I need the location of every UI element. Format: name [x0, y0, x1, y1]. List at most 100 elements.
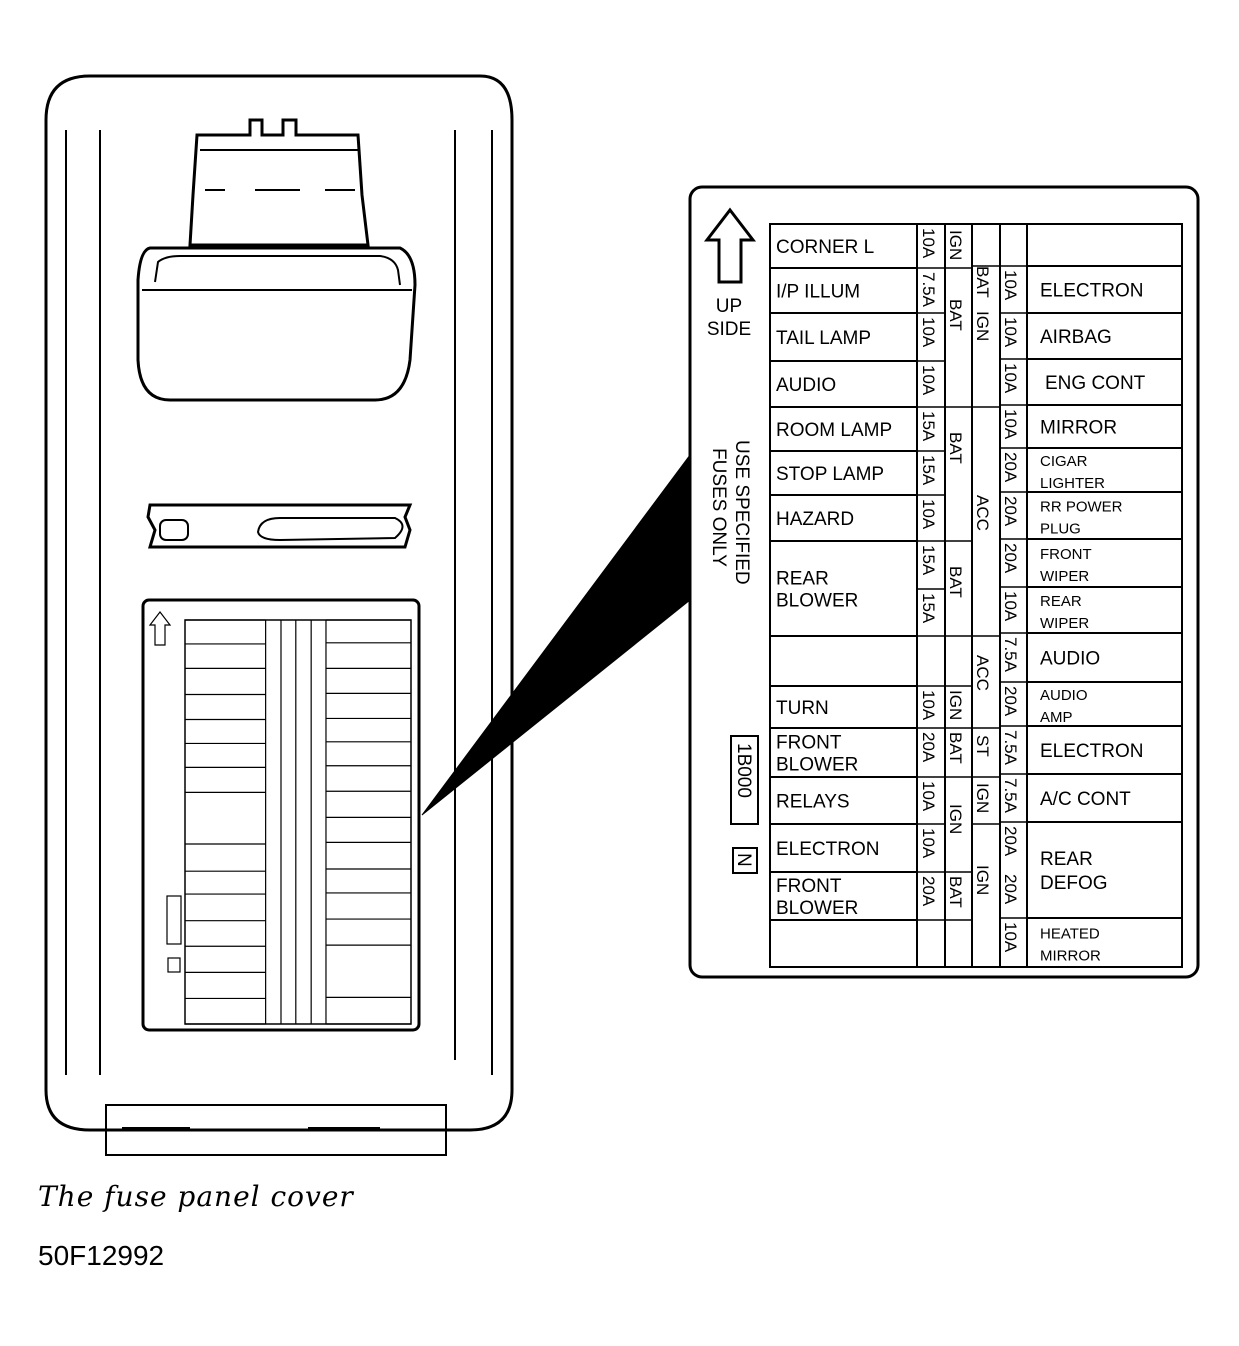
power-source: ST — [973, 735, 992, 757]
up-label: UP — [716, 296, 742, 317]
amp-rating: 20A — [919, 876, 938, 907]
n-box — [732, 847, 758, 874]
power-source: BAT — [946, 876, 965, 908]
power-source: BAT — [946, 299, 965, 331]
fuse-label: BLOWER — [776, 591, 858, 612]
fuse-label: FRONT — [1040, 546, 1092, 563]
fuse-label: TAIL LAMP — [776, 328, 871, 349]
power-source: IGN — [973, 311, 992, 341]
fuse-label: ELECTRON — [776, 839, 879, 860]
amp-rating: 15A — [919, 593, 938, 624]
power-source: ACC — [973, 655, 992, 691]
fuse-label: I/P ILLUM — [776, 282, 860, 303]
fuse-label: ELECTRON — [1040, 741, 1143, 762]
fuse-label: BLOWER — [776, 898, 858, 919]
fuse-label: FRONT — [776, 733, 842, 754]
amp-rating: 10A — [919, 828, 938, 859]
amp-rating: 15A — [919, 545, 938, 576]
amp-rating: 20A — [1001, 874, 1020, 905]
amp-rating: 20A — [1001, 452, 1020, 483]
amp-rating: 20A — [919, 732, 938, 763]
thumb-table-frame — [184, 619, 412, 1025]
power-source: IGN — [946, 690, 965, 720]
use-specified-note: USE SPECIFIED — [731, 440, 752, 585]
power-source: IGN — [946, 804, 965, 834]
fuse-label: A/C CONT — [1040, 789, 1131, 810]
side-label: SIDE — [707, 319, 751, 340]
power-source: IGN — [973, 783, 992, 813]
amp-rating: 15A — [919, 455, 938, 486]
amp-rating: 10A — [1001, 409, 1020, 440]
fuse-label-enlarged — [688, 185, 1200, 979]
amp-rating: 10A — [919, 228, 938, 259]
thumb-code-box — [166, 895, 182, 945]
amp-rating: 10A — [919, 365, 938, 396]
power-source: BAT — [946, 432, 965, 464]
fuse-table-frame — [769, 223, 1183, 968]
figure-id: 50F12992 — [38, 1240, 165, 1271]
fuse-label: HEATED — [1040, 926, 1100, 943]
power-source: IGN — [946, 230, 965, 260]
amp-rating: 10A — [1001, 317, 1020, 348]
amp-rating: 7.5A — [1001, 637, 1020, 673]
fuse-label: DEFOG — [1040, 873, 1108, 894]
fuse-label: ROOM LAMP — [776, 420, 892, 441]
callout-wedge — [421, 453, 691, 816]
amp-rating: 7.5A — [1001, 730, 1020, 766]
fuse-label: MIRROR — [1040, 948, 1101, 965]
fuse-label: CORNER L — [776, 237, 874, 258]
amp-rating: 20A — [1001, 543, 1020, 574]
amp-rating: 10A — [919, 781, 938, 812]
amp-rating: 10A — [919, 317, 938, 348]
fuse-label: FRONT — [776, 876, 842, 897]
fuse-label: REAR — [1040, 849, 1093, 870]
fuse-label: REAR — [1040, 593, 1082, 610]
fuse-label: WIPER — [1040, 615, 1089, 632]
fuse-label: PLUG — [1040, 521, 1081, 538]
fuse-label: STOP LAMP — [776, 464, 884, 485]
fuse-label: WIPER — [1040, 568, 1089, 585]
up-arrow-icon — [703, 207, 757, 284]
fuse-label: ELECTRON — [1040, 281, 1143, 302]
fuse-label: BLOWER — [776, 755, 858, 776]
figure-caption: The fuse panel cover — [38, 1180, 354, 1213]
power-source: BAT — [946, 566, 965, 598]
fuse-label: AIRBAG — [1040, 327, 1112, 348]
fuse-label: MIRROR — [1040, 418, 1117, 439]
fuse-label: ENG CONT — [1045, 373, 1146, 394]
fuse-label: AMP — [1040, 709, 1073, 726]
power-source: BAT — [973, 266, 992, 298]
power-source: ACC — [973, 495, 992, 531]
fuse-label: REAR — [776, 569, 829, 590]
fuse-label: RR POWER — [1040, 499, 1123, 516]
power-source: BAT — [946, 732, 965, 764]
part-code: 1B000 — [733, 743, 754, 798]
amp-rating: 10A — [1001, 591, 1020, 622]
fuse-label: LIGHTER — [1040, 475, 1105, 492]
amp-rating: 20A — [1001, 826, 1020, 857]
fuse-label-thumbnail — [148, 611, 412, 1025]
fuse-label: AUDIO — [1040, 649, 1100, 670]
fuse-label: CIGAR — [1040, 453, 1088, 470]
amp-rating: 10A — [1001, 270, 1020, 301]
amp-rating: 7.5A — [919, 272, 938, 308]
fuses-only-note: FUSES ONLY — [708, 448, 729, 567]
amp-rating: 7.5A — [1001, 778, 1020, 814]
fuse-label: HAZARD — [776, 509, 854, 530]
fuse-label: AUDIO — [776, 375, 836, 396]
amp-rating: 20A — [1001, 496, 1020, 527]
fuse-panel-cover — [44, 74, 514, 1156]
amp-rating: 10A — [1001, 363, 1020, 394]
thumb-up-arrow-icon — [148, 611, 172, 646]
thumb-n-box — [167, 957, 181, 973]
fuse-table: CORNER L I/P ILLUM TAIL LAMP AUDIO ROOM LAMP… — [769, 223, 1183, 968]
amp-rating: 20A — [1001, 686, 1020, 717]
part-code-box — [730, 735, 759, 825]
amp-rating: 10A — [919, 499, 938, 530]
fuse-label: RELAYS — [776, 792, 850, 813]
power-source: IGN — [973, 865, 992, 895]
fuse-label: TURN — [776, 698, 829, 719]
amp-rating: 15A — [919, 411, 938, 442]
n-letter: N — [733, 853, 754, 867]
